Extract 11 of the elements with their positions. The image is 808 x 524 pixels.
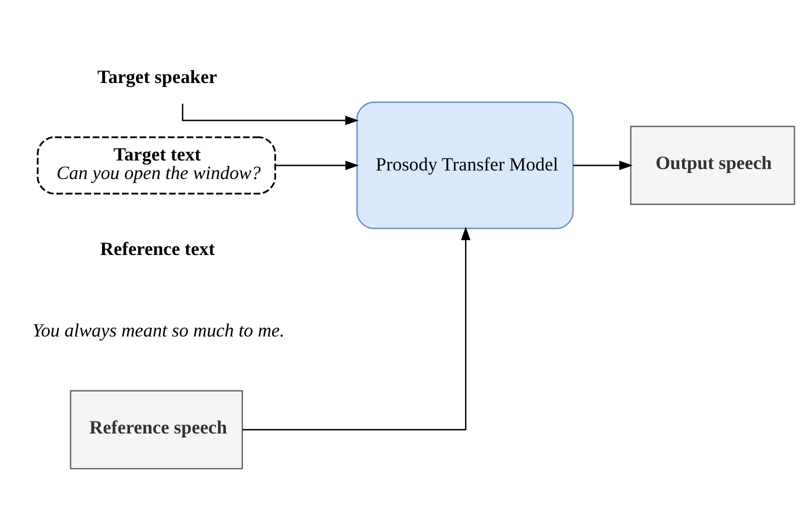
arrow (573, 160, 633, 170)
node-box: Target text Can you open the window? (36, 136, 276, 194)
node-box: Output speech (630, 126, 796, 205)
arrow (275, 160, 359, 170)
label: Reference text (100, 238, 215, 260)
node-text: Target speaker (97, 67, 218, 88)
node-box: Reference speech (70, 390, 243, 470)
arrow (182, 104, 359, 126)
node-box: Prosody Transfer Model (356, 102, 574, 230)
label: You always meant so much to me. (32, 320, 284, 342)
arrow (242, 226, 470, 430)
